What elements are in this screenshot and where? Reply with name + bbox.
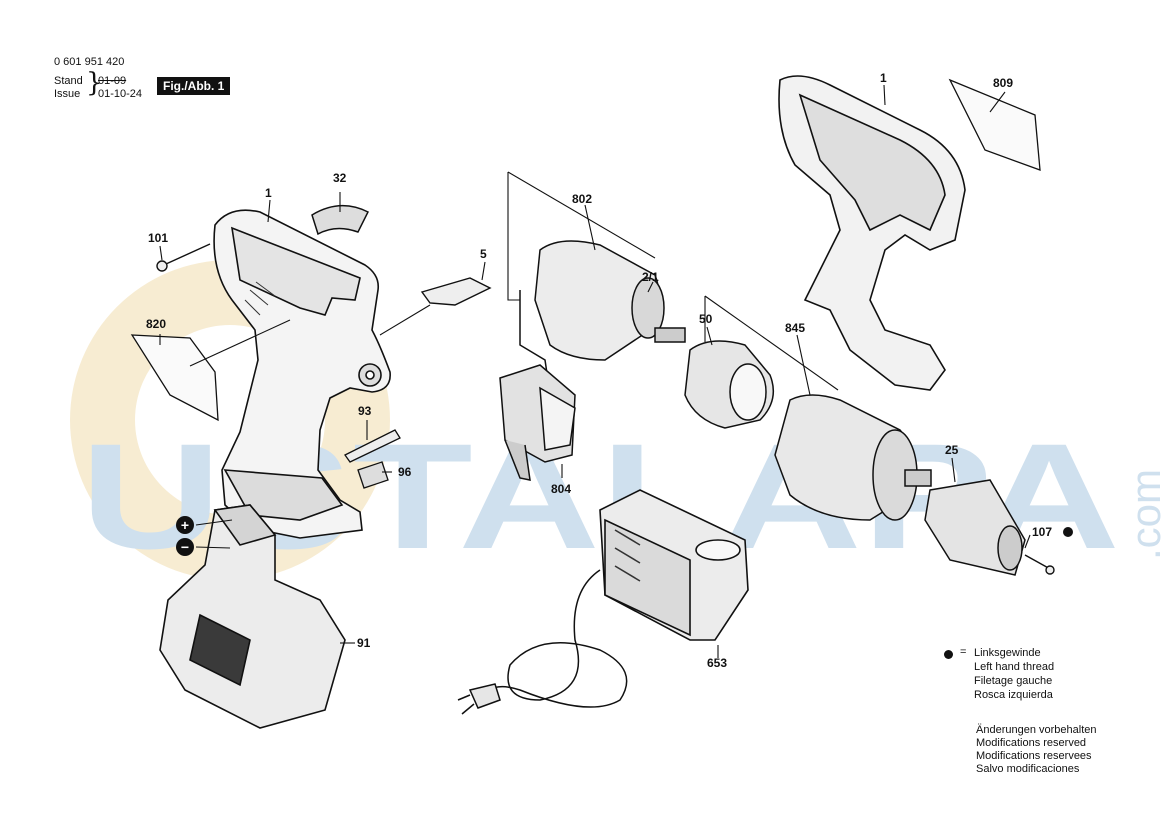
callout-96: 96 — [398, 465, 412, 479]
stand-label: Stand — [54, 75, 83, 87]
switch-module-804 — [499, 364, 576, 481]
callout-653: 653 — [707, 656, 728, 670]
left-hand-thread-marker — [1063, 527, 1073, 537]
callout-804: 804 — [551, 482, 572, 496]
note-line: Salvo modificaciones — [976, 763, 1080, 775]
legend-line: Left hand thread — [974, 661, 1055, 673]
legend-line: Linksgewinde — [974, 647, 1041, 659]
callout-101: 101 — [148, 231, 169, 245]
callout-91: 91 — [357, 636, 371, 650]
callout-25: 25 — [945, 443, 959, 457]
leader-lines — [159, 84, 1031, 658]
battery-terminal-symbols: + − — [176, 516, 194, 556]
issue-label: Issue — [54, 88, 81, 100]
note-line: Modifications reservees — [976, 750, 1092, 762]
housing-left — [213, 209, 391, 539]
chuck-25 — [924, 479, 1026, 576]
clip-96 — [357, 461, 389, 489]
screw-107 — [1024, 554, 1055, 575]
callout-845: 845 — [785, 321, 806, 335]
spring-93 — [344, 429, 401, 463]
callout-802: 802 — [572, 192, 593, 206]
battery-pack-91 — [159, 504, 346, 729]
figure-label: Fig./Abb. 1 — [157, 77, 231, 95]
label-820 — [130, 334, 219, 422]
callout-1-left: 1 — [265, 186, 272, 200]
modification-notes: Änderungen vorbehalten Modifications res… — [976, 724, 1096, 776]
note-line: Änderungen vorbehalten — [976, 724, 1097, 736]
callout-5: 5 — [480, 247, 487, 261]
callout-820: 820 — [146, 317, 167, 331]
cover-32 — [311, 205, 370, 236]
callout-93: 93 — [358, 404, 372, 418]
motor-802 — [519, 240, 686, 381]
plus-symbol: + — [181, 517, 189, 533]
slide-switch-5 — [420, 277, 492, 306]
housing-right — [778, 75, 966, 391]
brace-symbol: } — [86, 68, 103, 98]
charger-cable — [479, 569, 628, 708]
screw-101 — [156, 243, 211, 272]
issue-value: 01-10-24 — [98, 88, 143, 100]
stand-value: 01-09 — [98, 75, 127, 87]
legend-line: Rosca izquierda — [974, 689, 1053, 701]
watermark-domain-text: .com — [1122, 469, 1168, 560]
legend-line: Filetage gauche — [974, 675, 1053, 687]
callout-1-right: 1 — [880, 71, 887, 85]
minus-symbol: − — [181, 539, 189, 555]
legend-bullet — [944, 646, 953, 664]
callout-809: 809 — [993, 76, 1014, 90]
note-line: Modifications reserved — [976, 737, 1087, 749]
charger-653 — [599, 489, 749, 641]
gear-ring-50 — [684, 340, 775, 429]
callout-107: 107 — [1032, 525, 1053, 539]
callout-32: 32 — [333, 171, 347, 185]
callout-2-1: 2/1 — [642, 270, 659, 284]
gearbox-845 — [774, 394, 932, 521]
legend-text: Linksgewinde Left hand thread Filetage g… — [974, 646, 1054, 702]
mains-plug — [457, 683, 501, 715]
label-809 — [948, 78, 1041, 171]
part-number: 0 601 951 420 — [54, 56, 125, 68]
callout-50: 50 — [699, 312, 713, 326]
legend-equals: = — [960, 646, 967, 658]
